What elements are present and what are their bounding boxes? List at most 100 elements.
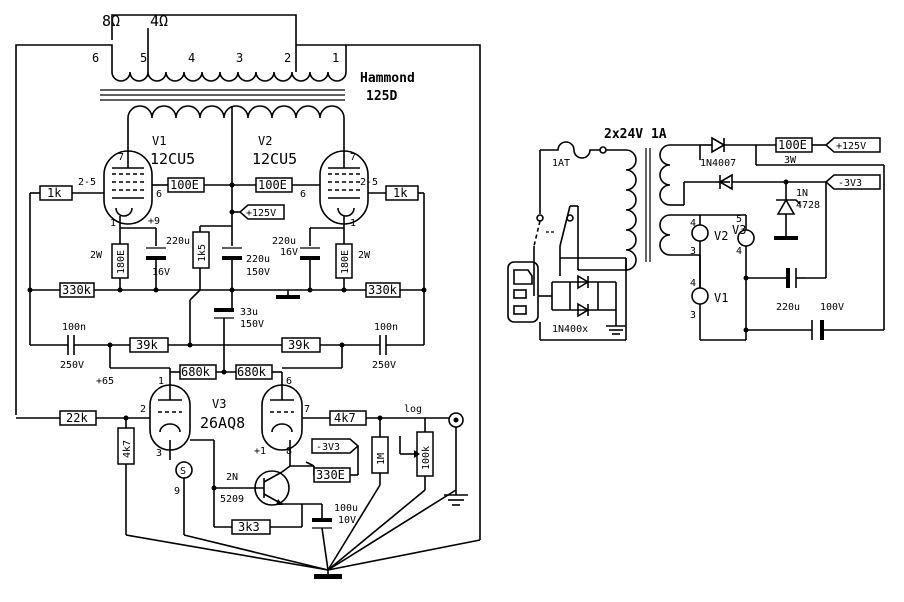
tube-v1: V1 12CU5 (103, 134, 195, 225)
xfmr-pin-4: 4 (188, 51, 195, 65)
zener-label-a: 1N (796, 188, 808, 199)
fuse-label: 1AT (552, 158, 570, 169)
pot-100k-label: 100k (421, 446, 432, 470)
psu-plus125-label: +125V (836, 141, 866, 152)
cap-250v-left: 250V (60, 360, 84, 371)
r-330k-left-label: 330k (62, 283, 92, 297)
v1-type: 12CU5 (150, 150, 195, 168)
cap-100v-psu-label: 100V (820, 302, 844, 313)
xfmr-pin-1: 1 (332, 51, 339, 65)
r-180e-left-label: 180E (116, 250, 127, 274)
r-1k5-label: 1k5 (197, 244, 208, 262)
resistor-180e-left (111, 243, 129, 279)
cap-250v-right: 250V (372, 360, 396, 371)
xfmr-pin-2: 2 (284, 51, 291, 65)
heater-pin-5: 5 (736, 214, 742, 225)
r-39k-right-label: 39k (288, 338, 310, 352)
v3-name: V3 (212, 397, 226, 411)
v2-pin1: 1 (350, 218, 356, 229)
psu-title: 2x24V 1A (604, 127, 667, 142)
v2-name: V2 (258, 134, 272, 148)
cap-100n-right: 100n (374, 322, 398, 333)
r-1k-left-label: 1k (47, 186, 62, 200)
xfmr-model: 125D (366, 89, 397, 104)
r-330k-right-label: 330k (368, 283, 398, 297)
q-2n-a: 2N (226, 472, 238, 483)
v2-pin6: 6 (300, 189, 306, 200)
star-ground (314, 574, 342, 579)
neg-bias-tag-left (311, 438, 360, 454)
cap-33u-a: 33u (240, 307, 258, 318)
heater-pin-4c: 4 (690, 278, 696, 289)
v3-pin6: 6 (286, 376, 292, 387)
cap-100n-left: 100n (62, 322, 86, 333)
xfmr-pin-3: 3 (236, 51, 243, 65)
tap-4-label: 4Ω (150, 12, 168, 30)
psu-neg-label: -3V3 (838, 178, 862, 189)
psu-plus125-tag (824, 137, 881, 153)
heater-pin-4a: 4 (690, 218, 696, 229)
v3-type: 26AQ8 (200, 414, 245, 432)
r-1k-right-label: 1k (393, 186, 408, 200)
xfmr-pin-6: 6 (92, 51, 99, 65)
v3-pin9: 9 (174, 486, 180, 497)
coupling-network: 100n 250V 39k 39k 100n 250V +65 (29, 290, 425, 387)
heater-pin-4b: 4 (736, 246, 742, 257)
diode-1n4007-label: 1N4007 (700, 158, 736, 169)
cap-33u-b: 150V (240, 319, 264, 330)
neg-bias-left-label: -3V3 (316, 442, 340, 453)
resistor-1k5 (192, 231, 210, 269)
power-supply: 2x24V 1A 1AT (507, 127, 885, 341)
r-4k7-vert-label: 4k7 (122, 440, 133, 458)
cap-220u-right-a: 220u (272, 236, 296, 247)
v3-pin1: 1 (158, 376, 164, 387)
w3-label: 3W (784, 155, 797, 166)
bridge-label: 1N400x (552, 324, 588, 335)
input-stage-wiring: 680k 680k 22k 4k7 4k7 1M 100k log (16, 364, 481, 579)
b-plus-label: +125V (246, 208, 276, 219)
cap-220u-mid-a: 220u (246, 254, 270, 265)
v1-grid-label: 2-5 (78, 177, 96, 188)
v3-plus1: +1 (254, 446, 266, 457)
v3-pin7: 7 (304, 404, 310, 415)
zener-label-b: 4728 (796, 200, 820, 211)
output-transformer: 8Ω 4Ω 6 5 4 3 2 1 Hammond 125D (15, 12, 481, 540)
r-100e-right-label: 100E (258, 178, 287, 192)
heater-pin-3b: 3 (690, 310, 696, 321)
heater-pin-3a: 3 (690, 246, 696, 257)
v1-pin7: 7 (118, 152, 124, 163)
tube-v2: V2 12CU5 (252, 134, 369, 225)
r-180e-right-label: 180E (340, 250, 351, 274)
heater-v1-label: V1 (714, 291, 728, 305)
w2-right-label: 2W (358, 250, 371, 261)
r-680k-left-label: 680k (181, 365, 211, 379)
v1-name: V1 (152, 134, 166, 148)
r-3k3-label: 3k3 (238, 520, 260, 534)
cap-220u-right-b: 16V (280, 247, 298, 258)
r-100e-psu-label: 100E (778, 138, 807, 152)
v2-pin7: 7 (350, 152, 356, 163)
r-4k7-horiz-label: 4k7 (334, 411, 356, 425)
v3-pin2: 2 (140, 404, 146, 415)
cap-220u-psu-label: 220u (776, 302, 800, 313)
v2-type: 12CU5 (252, 150, 297, 168)
iec-inlet (507, 261, 539, 323)
heater-v2-label: V2 (714, 229, 728, 243)
cap-100u-a: 100u (334, 503, 358, 514)
r-330e-label: 330E (316, 468, 345, 482)
r-39k-left-label: 39k (136, 338, 158, 352)
b-plus-tag (238, 204, 285, 220)
tube-v3: 1 6 2 7 3 8 +1 V3 26AQ8 (140, 372, 310, 459)
tap-8-label: 8Ω (102, 12, 120, 30)
cap-100u-b: 10V (338, 515, 356, 526)
cap-220u-left-a: 220u (166, 236, 190, 247)
v3-pin8: 8 (286, 446, 292, 457)
xfmr-brand: Hammond (360, 71, 415, 86)
cap-220u-left-b: 16V (152, 267, 170, 278)
heater-v3-label: V3 (732, 223, 746, 237)
xfmr-pin-5: 5 (140, 51, 147, 65)
v3-pin3: 3 (156, 448, 162, 459)
q-2n-b: 5209 (220, 494, 244, 505)
cap-220u-mid-b: 150V (246, 267, 270, 278)
